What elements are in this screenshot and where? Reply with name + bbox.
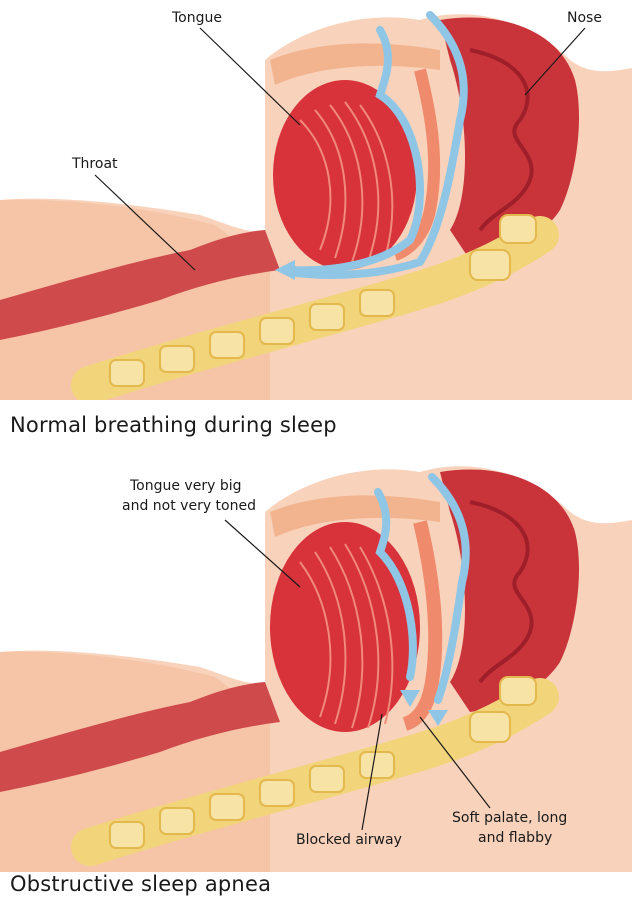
blocked-airway-label: Blocked airway (296, 832, 402, 848)
sleep-apnea-illustration: Tongue very big and not very toned Block… (0, 452, 632, 872)
normal-breathing-panel: Tongue Nose Throat (0, 0, 632, 400)
tongue-label: Tongue (171, 10, 222, 26)
sleep-apnea-panel: Tongue very big and not very toned Block… (0, 452, 632, 872)
throat-label: Throat (71, 156, 118, 172)
nose-label: Nose (567, 10, 602, 26)
enlarged-tongue-label-line1: Tongue very big (129, 478, 242, 494)
normal-breathing-illustration: Tongue Nose Throat (0, 0, 632, 400)
normal-breathing-caption: Normal breathing during sleep (10, 413, 337, 437)
soft-palate-label-line1: Soft palate, long (452, 810, 567, 826)
sleep-apnea-caption: Obstructive sleep apnea (10, 872, 271, 896)
soft-palate-label-line2: and flabby (478, 830, 552, 846)
enlarged-tongue-label-line2: and not very toned (122, 498, 256, 514)
enlarged-tongue-shape (270, 522, 420, 732)
